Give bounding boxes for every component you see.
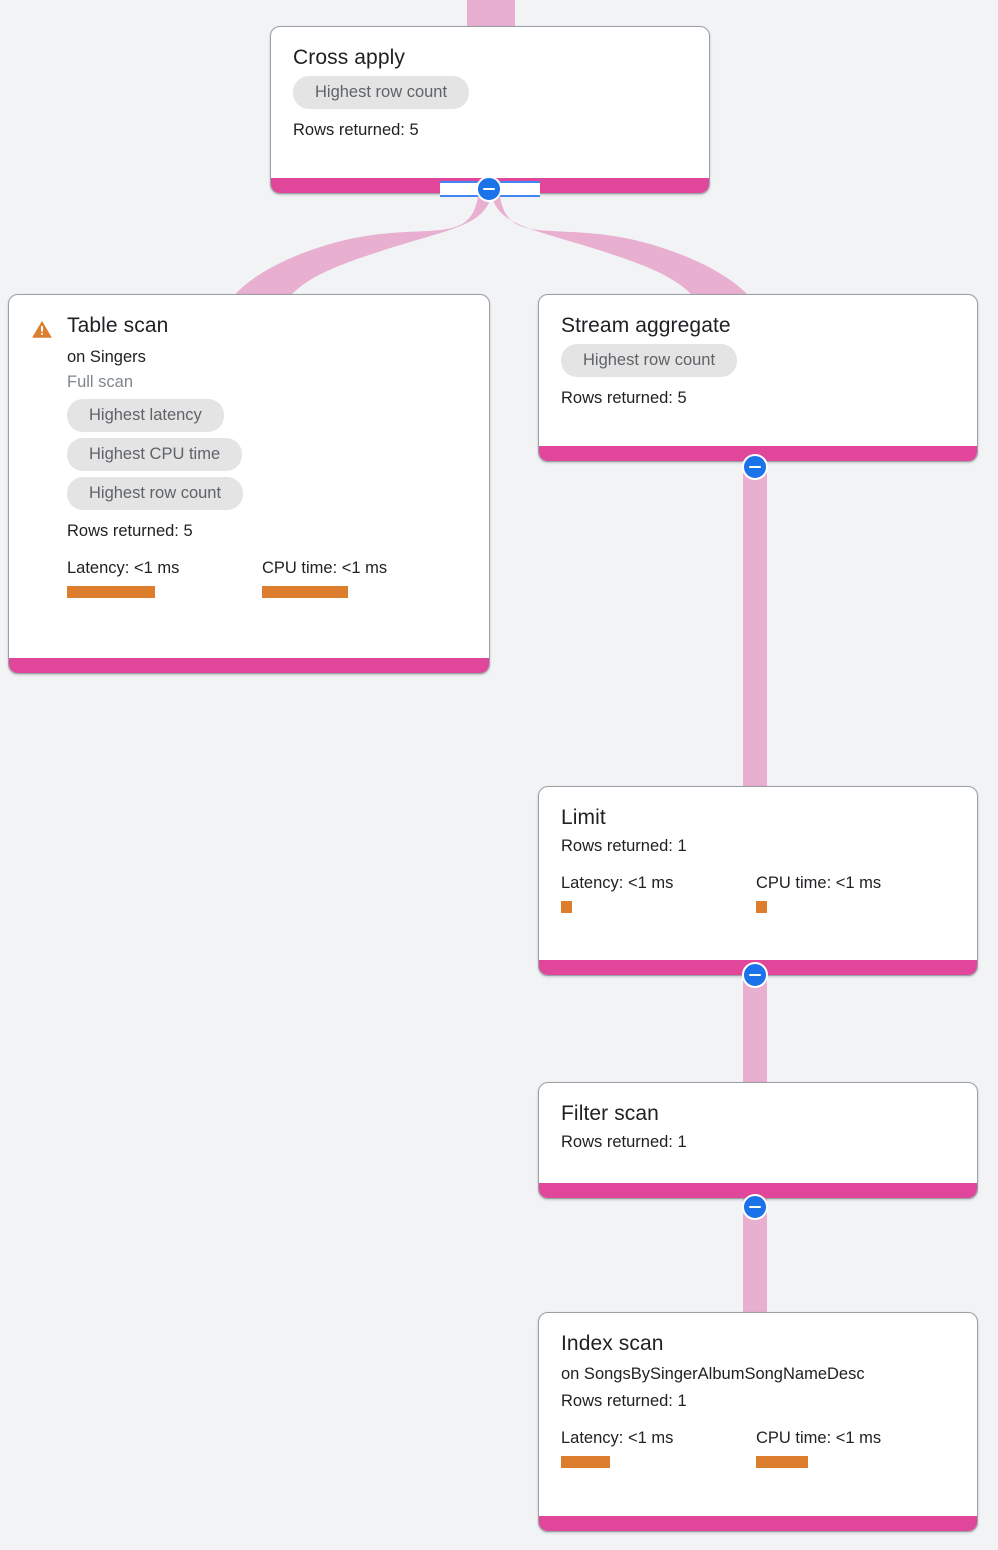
edge-stream-aggregate-to-limit <box>743 462 767 787</box>
node-metrics: Latency: <1 ms CPU time: <1 ms <box>561 872 955 913</box>
node-chips: Highest latency Highest CPU time Highest… <box>31 399 467 516</box>
plan-node-index-scan[interactable]: Index scan on SongsBySingerAlbumSongName… <box>538 1312 978 1532</box>
node-rows-returned: Rows returned: 5 <box>293 121 419 139</box>
node-chips: Highest row count <box>561 344 955 383</box>
node-rows-returned: Rows returned: 5 <box>67 522 193 540</box>
metric-cpu-time-bar <box>262 586 348 598</box>
node-rows-returned: Rows returned: 1 <box>561 1133 687 1151</box>
collapse-toggle-cross-apply[interactable] <box>476 176 502 202</box>
collapse-toggle-limit[interactable] <box>742 962 768 988</box>
metric-cpu-time-label: CPU time: <1 ms <box>262 559 388 577</box>
plan-node-cross-apply[interactable]: Cross apply Highest row count Rows retur… <box>270 26 710 194</box>
node-metrics: Latency: <1 ms CPU time: <1 ms <box>31 557 467 598</box>
plan-node-limit[interactable]: Limit Rows returned: 1 Latency: <1 ms CP… <box>538 786 978 976</box>
metric-latency-label: Latency: <1 ms <box>561 874 674 892</box>
plan-node-stream-aggregate[interactable]: Stream aggregate Highest row count Rows … <box>538 294 978 462</box>
metric-latency: Latency: <1 ms <box>561 1427 756 1468</box>
metric-cpu-time-label: CPU time: <1 ms <box>756 874 882 892</box>
chip-highest-row-count: Highest row count <box>293 76 470 109</box>
metric-latency: Latency: <1 ms <box>67 557 262 598</box>
metric-cpu-time-label: CPU time: <1 ms <box>756 1429 882 1447</box>
node-footer-bar <box>539 1183 977 1198</box>
metric-latency-bar <box>561 1456 610 1468</box>
plan-node-filter-scan[interactable]: Filter scan Rows returned: 1 <box>538 1082 978 1199</box>
metric-latency: Latency: <1 ms <box>561 872 756 913</box>
node-target: on Singers <box>67 348 146 366</box>
chip-highest-latency: Highest latency <box>67 399 224 432</box>
node-title: Stream aggregate <box>561 314 731 337</box>
node-target: on SongsBySingerAlbumSongNameDesc <box>561 1365 865 1383</box>
metric-cpu-time: CPU time: <1 ms <box>756 1427 881 1468</box>
chip-highest-cpu-time: Highest CPU time <box>67 438 243 471</box>
plan-node-table-scan[interactable]: Table scan on Singers Full scan Highest … <box>8 294 490 674</box>
chip-highest-row-count: Highest row count <box>67 477 244 510</box>
metric-cpu-time-bar <box>756 1456 808 1468</box>
node-title: Limit <box>561 806 606 829</box>
metric-cpu-time-bar <box>756 901 767 913</box>
node-rows-returned: Rows returned: 1 <box>561 837 687 855</box>
warning-triangle-icon <box>32 320 52 338</box>
metric-cpu-time: CPU time: <1 ms <box>262 557 387 598</box>
node-title: Filter scan <box>561 1102 659 1125</box>
node-footer-bar <box>539 1516 977 1531</box>
node-chips: Highest row count <box>293 76 687 115</box>
node-title: Cross apply <box>293 46 405 69</box>
node-scan-type: Full scan <box>67 373 134 391</box>
collapse-toggle-stream-aggregate[interactable] <box>742 454 768 480</box>
node-title: Index scan <box>561 1332 664 1355</box>
chip-highest-row-count: Highest row count <box>561 344 738 377</box>
node-rows-returned: Rows returned: 1 <box>561 1392 687 1410</box>
node-title: Table scan <box>67 314 169 337</box>
metric-latency-bar <box>561 901 572 913</box>
node-footer-bar <box>9 658 489 673</box>
metric-latency-label: Latency: <1 ms <box>561 1429 674 1447</box>
node-metrics: Latency: <1 ms CPU time: <1 ms <box>561 1427 955 1468</box>
collapse-toggle-filter-scan[interactable] <box>742 1194 768 1220</box>
metric-latency-label: Latency: <1 ms <box>67 559 180 577</box>
edge-cross-apply-to-stream-aggregate <box>493 196 755 305</box>
metric-cpu-time: CPU time: <1 ms <box>756 872 881 913</box>
node-rows-returned: Rows returned: 5 <box>561 389 687 407</box>
edge-cross-apply-to-table-scan <box>228 196 490 305</box>
metric-latency-bar <box>67 586 155 598</box>
